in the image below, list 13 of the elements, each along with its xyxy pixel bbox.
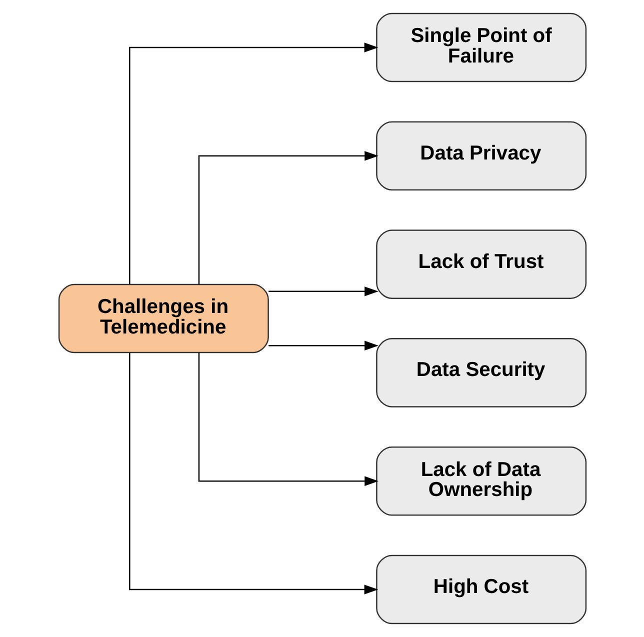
- node-box: Data Security: [376, 338, 586, 408]
- arrow: [268, 340, 378, 350]
- node-box: Data Privacy: [376, 121, 586, 191]
- node-box: Lack of Data Ownership: [376, 446, 586, 516]
- node-box: Single Point of Failure: [376, 12, 586, 82]
- node-box: High Cost: [376, 554, 586, 624]
- node-box: Lack of Trust: [376, 230, 586, 299]
- node-box: Challenges in Telemedicine: [58, 284, 268, 354]
- arrow: [198, 352, 378, 486]
- arrow: [128, 352, 378, 594]
- arrow: [268, 286, 378, 296]
- arrow: [128, 42, 378, 284]
- arrow: [198, 151, 378, 284]
